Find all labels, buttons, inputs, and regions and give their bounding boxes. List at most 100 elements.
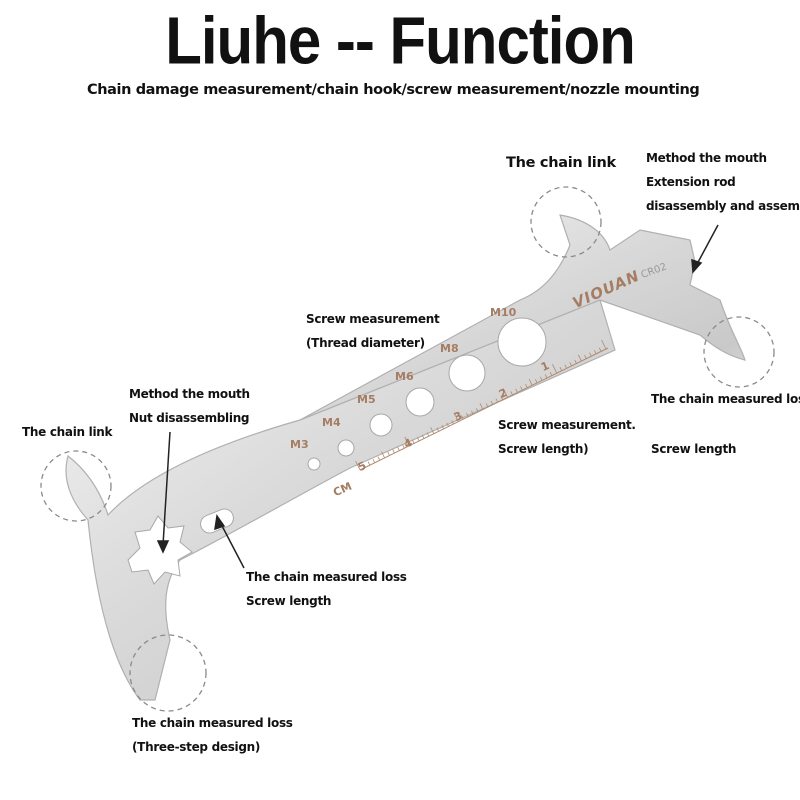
ruler-tick [451,420,454,425]
label-mouth-left-line2: Nut disassembling [129,411,250,425]
callout-circle-chain-link-top [530,186,602,258]
hole-m5 [369,413,393,437]
ruler-tick [436,427,440,432]
callout-circle-bottom [129,634,207,712]
ruler-tick [552,364,558,374]
hole-m10 [497,317,547,367]
ruler-tick [367,461,371,466]
callout-circle-chain-link-left [40,450,112,522]
ruler-tick [564,364,567,369]
ruler-tick [453,412,459,422]
ruler-tick [461,415,464,420]
ruler-tick [485,403,489,408]
ruler-tick [416,437,420,442]
ruler-tick [397,446,400,451]
label-mouth-top-line1: Method the mouth [646,151,767,165]
ruler-tick [589,352,592,357]
ruler-tick [402,444,405,449]
ruler-tick [471,410,474,415]
label-chain-loss-bottom-line2: (Three-step design) [132,740,261,754]
ruler-tick [381,451,385,459]
ruler-tick [372,458,376,463]
ruler-tick [411,439,415,444]
arrow-mouth-top [695,224,719,267]
label-screw-thread-line1: Screw measurement [306,312,440,326]
ruler-tick [510,391,513,396]
ruler-tick [441,425,444,430]
hole-m4 [337,439,355,457]
arrowhead-chain-slot [214,514,226,531]
ruler-tick [479,403,484,410]
ruler-tick [559,367,563,371]
label-chain-loss-right: The chain measured loss [651,392,800,406]
label-screw-length-right: Screw length [651,442,737,456]
ruler-tick [569,362,572,367]
ruler-tick [584,354,587,359]
ruler-tick [430,427,435,434]
ruler-tick [490,400,494,405]
size-m4: M4 [322,416,341,429]
page-title: Liuhe -- Function [165,3,636,79]
ruler-tick [446,422,449,427]
label-chain-loss-bottom: The chain measured loss (Three-step desi… [132,711,293,759]
ruler-tick [355,460,361,471]
size-m8: M8 [440,342,459,355]
label-chain-link-left: The chain link [22,425,113,439]
ruler-tick [601,339,607,350]
label-mouth-left-line1: Method the mouth [129,387,250,401]
ruler-tick [362,463,366,468]
label-chain-loss-mid-line2: Screw length [246,594,332,608]
ruler-tick [426,432,430,437]
label-screw-measure-mid-line2: Screw length) [498,442,589,456]
ruler-tick [500,396,504,400]
arrow-chain-slot [219,521,245,569]
ruler-tick [594,350,597,355]
label-screw-thread: Screw measurement (Thread diameter) [306,307,440,355]
ruler-tick [392,449,395,454]
label-screw-thread-line2: (Thread diameter) [306,336,425,350]
ruler-tick [534,379,538,384]
label-chain-loss-mid-line1: The chain measured loss [246,570,407,584]
size-m6: M6 [395,370,414,383]
size-m3: M3 [290,438,309,451]
ruler-tick [528,378,533,386]
screw-holes [307,317,547,471]
ruler-tick [421,434,425,439]
ruler-unit: CM [331,480,354,500]
label-chain-loss-bottom-line1: The chain measured loss [132,716,293,730]
arrowhead-mouth-left [156,540,170,554]
arrow-mouth-left [162,431,171,546]
callout-circle-chain-loss-right [703,316,775,388]
tool-head [299,214,746,421]
page-subtitle: Chain damage measurement/chain hook/scre… [87,82,700,98]
ruler-tick [539,376,543,381]
hex-socket [127,515,193,585]
ruler-minor-ticks [355,339,607,471]
ruler-tick [495,398,499,403]
size-m5: M5 [357,393,376,406]
ruler-tick [466,412,469,417]
ruler-tick [577,354,582,362]
hole-m6 [405,387,435,417]
ruler-tick [520,386,523,391]
hole-m8 [448,354,486,392]
ruler-tick [598,347,602,352]
size-m10: M10 [490,306,517,319]
ruler-tick [502,388,508,398]
arrowhead-mouth-top [691,258,703,274]
ruler-tick [404,436,410,446]
label-mouth-top-line2: Extension rod [646,175,736,189]
ruler-tick [377,456,381,461]
ruler-tick [544,374,548,379]
label-mouth-left: Method the mouth Nut disassembling [129,382,250,430]
ruler-tick [387,451,390,456]
label-chain-loss-mid: The chain measured loss Screw length [246,565,407,613]
ruler-tick [525,383,528,388]
ruler-tick [549,371,553,376]
label-mouth-top-line3: disassembly and assembly [646,199,800,213]
label-screw-measure-mid-line1: Screw measurement. [498,418,636,432]
ruler-tick [515,388,518,393]
ruler-tick [574,359,577,364]
label-chain-link-top: The chain link [506,155,616,171]
